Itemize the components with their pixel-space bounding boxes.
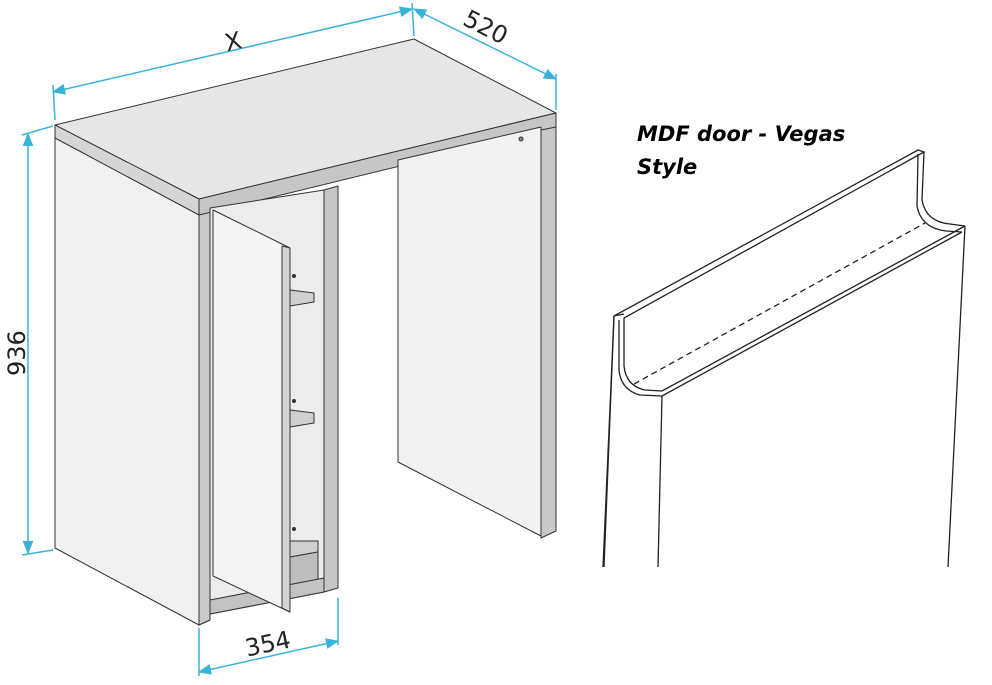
right-side-front-edge	[540, 126, 557, 539]
width-extension-left	[52, 84, 56, 121]
left-side-front-edge	[198, 209, 211, 626]
door-title-line2: Style	[637, 155, 698, 179]
height-extension-bottom	[21, 549, 54, 556]
height-extension-top	[21, 125, 54, 136]
door-handle-curve-left	[623, 318, 663, 392]
depth-label: 520	[459, 4, 513, 50]
mdf-door-profile	[602, 149, 966, 568]
door-hidden-line	[633, 222, 926, 385]
door-title-line1: MDF door - Vegas	[637, 122, 846, 146]
open-door	[212, 209, 291, 613]
width-dimension-line	[51, 6, 414, 95]
width-extension-right	[411, 2, 415, 37]
door-top-lip	[613, 149, 926, 319]
door-handle-curve-right	[921, 151, 966, 227]
open-door-edge	[281, 245, 291, 613]
width-label: X	[222, 26, 244, 57]
door-groove-bottom	[661, 225, 966, 392]
door-title: MDF door - Vegas Style	[637, 118, 877, 184]
opening-dimension-line	[197, 638, 340, 675]
divider-panel	[323, 185, 339, 593]
door-front-right	[947, 225, 966, 568]
dimension-lines	[21, 2, 558, 676]
door-front-left	[657, 395, 663, 568]
right-side-panel	[397, 126, 542, 537]
height-label: 936	[3, 330, 31, 376]
cabinet	[54, 38, 557, 626]
opening-label: 354	[243, 626, 294, 663]
depth-dimension-line	[412, 8, 558, 80]
